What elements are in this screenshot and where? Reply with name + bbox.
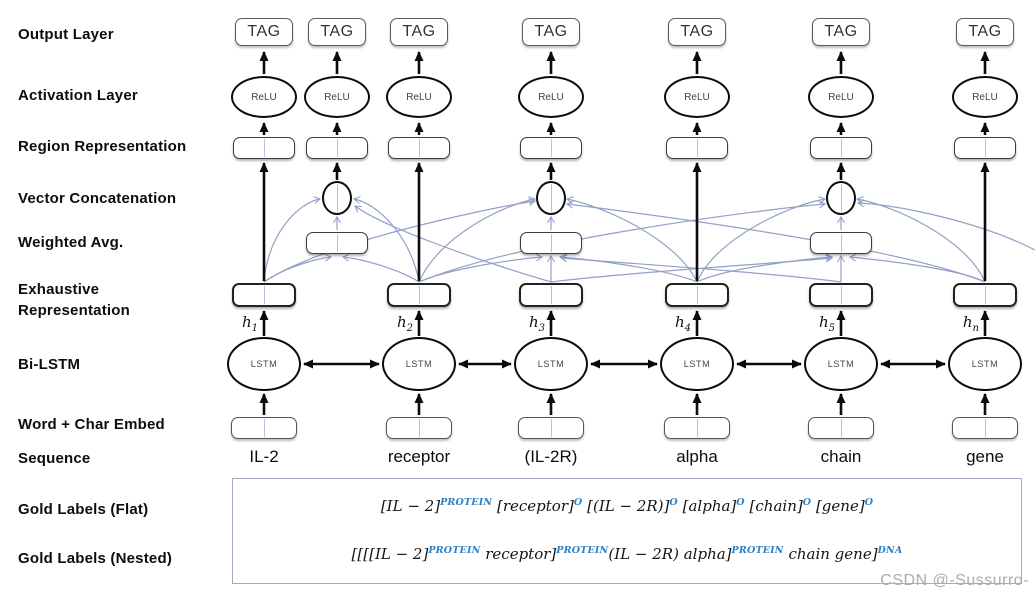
embed-box bbox=[386, 417, 452, 439]
relu-node: ReLU bbox=[304, 76, 370, 118]
embed-box bbox=[808, 417, 874, 439]
hidden-state-label: h2 bbox=[396, 313, 413, 334]
hidden-state-label: h5 bbox=[818, 313, 835, 334]
relu-node: ReLU bbox=[386, 76, 452, 118]
label-region-representation: Region Representation bbox=[18, 138, 187, 155]
exhaustive-representation-box bbox=[519, 283, 583, 307]
tag-box: TAG bbox=[235, 18, 293, 46]
region-representation-box bbox=[233, 137, 295, 159]
tag-box: TAG bbox=[522, 18, 580, 46]
region-representation-box bbox=[520, 137, 582, 159]
tag-box: TAG bbox=[308, 18, 366, 46]
exhaustive-representation-box bbox=[665, 283, 729, 307]
concat-circle bbox=[536, 181, 566, 215]
watermark: CSDN @-Sussurro- bbox=[880, 572, 1029, 589]
sequence-word: gene bbox=[966, 447, 1004, 466]
tag-box: TAG bbox=[812, 18, 870, 46]
label-vector-concatenation: Vector Concatenation bbox=[18, 190, 177, 207]
tag-box: TAG bbox=[956, 18, 1014, 46]
label-sequence: Sequence bbox=[18, 450, 91, 467]
hidden-state-label: hn bbox=[962, 313, 979, 334]
region-representation-box bbox=[810, 137, 872, 159]
flat-gold-line: [IL − 2]PROTEIN [receptor]O [(IL − 2R)]O… bbox=[380, 497, 874, 515]
region-representation-box bbox=[666, 137, 728, 159]
lstm-node: LSTM bbox=[660, 337, 734, 391]
concat-circle bbox=[322, 181, 352, 215]
label-bi-lstm: Bi-LSTM bbox=[18, 356, 81, 373]
label-weighted-avg: Weighted Avg. bbox=[18, 234, 124, 251]
hidden-state-label: h4 bbox=[674, 313, 691, 334]
region-representation-box bbox=[388, 137, 450, 159]
embed-box bbox=[952, 417, 1018, 439]
hidden-state-label: h3 bbox=[528, 313, 545, 334]
lstm-node: LSTM bbox=[514, 337, 588, 391]
embed-box bbox=[664, 417, 730, 439]
exhaustive-representation-box bbox=[232, 283, 296, 307]
region-representation-box bbox=[954, 137, 1016, 159]
lstm-node: LSTM bbox=[948, 337, 1022, 391]
region-representation-box bbox=[306, 137, 368, 159]
label-word-char-embed: Word + Char Embed bbox=[18, 416, 165, 433]
relu-node: ReLU bbox=[952, 76, 1018, 118]
gold-labels-box: [IL − 2]PROTEIN [receptor]O [(IL − 2R)]O… bbox=[232, 478, 1022, 584]
nested-gold-line: [[[[IL − 2]PROTEIN receptor]PROTEIN(IL −… bbox=[351, 545, 903, 563]
sequence-word: chain bbox=[820, 447, 862, 466]
lstm-node: LSTM bbox=[382, 337, 456, 391]
sequence-word: (IL-2R) bbox=[524, 447, 578, 466]
tag-box: TAG bbox=[668, 18, 726, 46]
exhaustive-representation-box bbox=[953, 283, 1017, 307]
label-activation-layer: Activation Layer bbox=[18, 87, 138, 104]
label-exhaustive-representation: Exhaustive Representation bbox=[18, 281, 130, 319]
exhaustive-representation-box bbox=[387, 283, 451, 307]
relu-node: ReLU bbox=[231, 76, 297, 118]
embed-box bbox=[231, 417, 297, 439]
lstm-node: LSTM bbox=[227, 337, 301, 391]
sequence-word: receptor bbox=[387, 447, 451, 466]
sequence-word: alpha bbox=[676, 447, 718, 466]
sequence-word: IL-2 bbox=[249, 447, 279, 466]
lstm-node: LSTM bbox=[804, 337, 878, 391]
exhaustive-representation-box bbox=[809, 283, 873, 307]
label-gold-labels-flat: Gold Labels (Flat) bbox=[18, 501, 149, 518]
tag-box: TAG bbox=[390, 18, 448, 46]
relu-node: ReLU bbox=[808, 76, 874, 118]
hidden-state-label: h1 bbox=[241, 313, 258, 334]
weighted-avg-box bbox=[810, 232, 872, 254]
weighted-avg-box bbox=[306, 232, 368, 254]
relu-node: ReLU bbox=[518, 76, 584, 118]
label-gold-labels-nested: Gold Labels (Nested) bbox=[18, 550, 173, 567]
label-output-layer: Output Layer bbox=[18, 26, 114, 43]
weighted-avg-box bbox=[520, 232, 582, 254]
concat-circle bbox=[826, 181, 856, 215]
embed-box bbox=[518, 417, 584, 439]
relu-node: ReLU bbox=[664, 76, 730, 118]
